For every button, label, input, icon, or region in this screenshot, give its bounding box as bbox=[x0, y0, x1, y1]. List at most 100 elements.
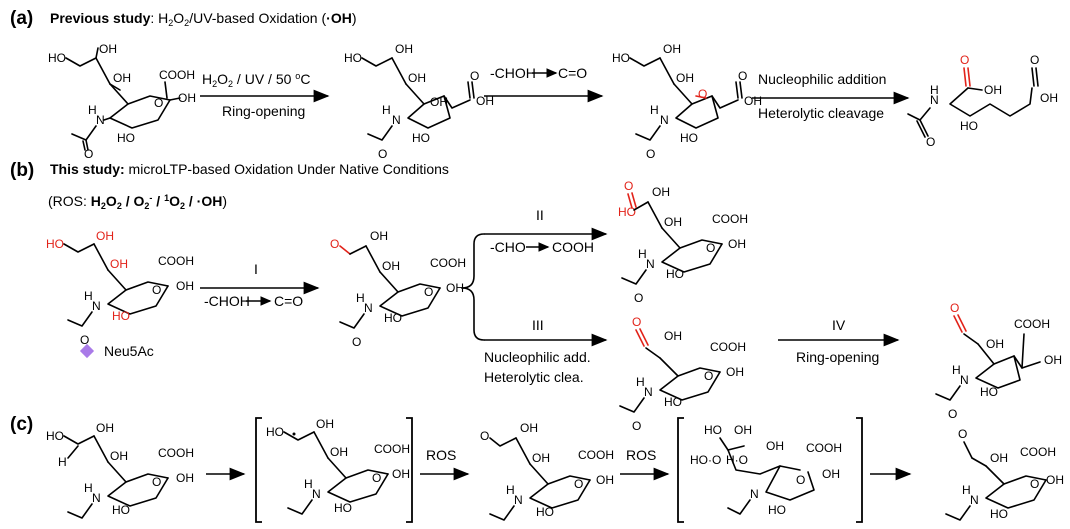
svg-text:O: O bbox=[152, 283, 161, 297]
svg-text:H: H bbox=[636, 375, 645, 389]
svg-text:H: H bbox=[506, 483, 515, 497]
svg-text:O: O bbox=[958, 427, 967, 441]
svg-text:HO·O: HO·O bbox=[690, 453, 721, 467]
molecule-diacid-a: O OH O OH N H O HO bbox=[907, 53, 1058, 149]
panel-b-title-bold: This study: bbox=[50, 161, 125, 177]
svg-text:OH: OH bbox=[96, 421, 114, 435]
svg-text:N: N bbox=[930, 93, 939, 107]
svg-text:OH: OH bbox=[408, 71, 426, 85]
svg-text:OH: OH bbox=[176, 471, 194, 485]
bracket-right-2 bbox=[856, 417, 863, 523]
svg-text:O: O bbox=[152, 475, 161, 489]
svg-text:OH: OH bbox=[382, 259, 400, 273]
svg-text:H: H bbox=[356, 291, 365, 305]
svg-text:H: H bbox=[58, 455, 67, 469]
b-step-III: III bbox=[532, 317, 544, 333]
svg-text:H: H bbox=[930, 83, 939, 97]
a-step1-bottom: Ring-opening bbox=[222, 103, 305, 119]
svg-text:N: N bbox=[514, 493, 523, 507]
molecule-c1: HO OH H OH COOH OH O N H HO bbox=[46, 421, 194, 519]
a-step3-top: Nucleophilic addition bbox=[758, 71, 886, 87]
svg-text:HO: HO bbox=[46, 429, 64, 443]
svg-text:O: O bbox=[154, 96, 163, 110]
branch-upper bbox=[461, 233, 485, 289]
molecule-neu5ac-b: HO OH OH COOH OH O N H O HO bbox=[46, 229, 194, 347]
panel-b-title: This study: microLTP-based Oxidation Und… bbox=[50, 161, 449, 177]
a-step3-bottom: Heterolytic cleavage bbox=[758, 105, 884, 121]
bracket-right-1 bbox=[406, 417, 413, 523]
svg-text:O: O bbox=[960, 53, 969, 67]
svg-text:OH: OH bbox=[822, 467, 840, 481]
svg-text:HO: HO bbox=[48, 51, 66, 65]
svg-text:O: O bbox=[948, 407, 957, 421]
svg-text:COOH: COOH bbox=[158, 446, 194, 460]
molecule-aldehyde-III: O OH COOH OH O N H O HO bbox=[619, 315, 746, 433]
svg-text:N: N bbox=[92, 491, 101, 505]
neu5ac-diamond-icon bbox=[79, 343, 95, 359]
svg-text:O: O bbox=[624, 179, 633, 193]
panel-a-title-close: ) bbox=[352, 10, 357, 26]
svg-text:OH: OH bbox=[532, 451, 550, 465]
molecule-c5: O OH COOH OH O N H HO bbox=[945, 427, 1064, 521]
b-step-I-right: C=O bbox=[274, 293, 303, 309]
c-ros-1: ROS bbox=[426, 447, 456, 463]
svg-text:OH: OH bbox=[766, 439, 784, 453]
svg-text:O: O bbox=[84, 147, 93, 161]
svg-text:N: N bbox=[646, 257, 655, 271]
a-step1-top: H2O2 / UV / 50 oC bbox=[202, 71, 310, 89]
molecule-c-peroxide: HO OH HO·O H·O OH COOH OH O N HO bbox=[690, 423, 842, 517]
svg-text:OH: OH bbox=[1046, 473, 1064, 487]
neu5ac-label: Neu5Ac bbox=[104, 343, 154, 359]
svg-text:OH: OH bbox=[99, 42, 117, 56]
b-step-I-left: -CHOH bbox=[204, 293, 250, 309]
svg-text:O: O bbox=[80, 333, 89, 347]
svg-text:COOH: COOH bbox=[712, 212, 748, 226]
molecule-ring-opened-IV: O OH COOH OH N H O HO bbox=[935, 301, 1062, 421]
svg-text:O: O bbox=[634, 291, 643, 305]
svg-text:H: H bbox=[84, 289, 93, 303]
svg-text:OH: OH bbox=[476, 94, 494, 108]
panel-c-label: (c) bbox=[10, 414, 33, 435]
svg-text:COOH: COOH bbox=[1014, 317, 1050, 331]
svg-text:HO: HO bbox=[960, 119, 978, 133]
svg-text:HO: HO bbox=[980, 385, 998, 399]
svg-text:OH: OH bbox=[726, 365, 744, 379]
svg-text:N: N bbox=[660, 113, 669, 127]
molecule-neu5ac-a: HO OH OH COOH OH O N H O HO bbox=[48, 42, 196, 161]
svg-text:OH: OH bbox=[392, 467, 410, 481]
svg-text:OH: OH bbox=[728, 237, 746, 251]
svg-text:COOH: COOH bbox=[806, 441, 842, 455]
svg-text:O: O bbox=[352, 335, 361, 349]
svg-text:O: O bbox=[706, 241, 715, 255]
svg-text:O: O bbox=[330, 237, 339, 251]
svg-text:OH: OH bbox=[663, 42, 681, 56]
svg-text:N: N bbox=[364, 301, 373, 315]
svg-text:H: H bbox=[650, 103, 659, 117]
svg-text:HO: HO bbox=[680, 131, 698, 145]
svg-text:OH: OH bbox=[596, 473, 614, 487]
svg-text:OH: OH bbox=[370, 229, 388, 243]
svg-text:OH: OH bbox=[430, 95, 448, 109]
b-step-II-right: COOH bbox=[552, 239, 594, 255]
svg-text:H: H bbox=[84, 481, 93, 495]
a-step2-right: C=O bbox=[558, 65, 587, 81]
svg-text:O: O bbox=[1030, 53, 1039, 67]
b-step-III-line2: Heterolytic clea. bbox=[484, 369, 584, 385]
panel-b: (b) This study: microLTP-based Oxidation… bbox=[10, 160, 1062, 433]
svg-text:H·O: H·O bbox=[726, 453, 748, 467]
svg-text:OH: OH bbox=[986, 337, 1004, 351]
b-step-II-left: -CHO bbox=[490, 239, 526, 255]
svg-text:OH: OH bbox=[330, 445, 348, 459]
svg-text:HO: HO bbox=[344, 51, 362, 65]
svg-text:HO: HO bbox=[412, 131, 430, 145]
svg-text:HO: HO bbox=[612, 51, 630, 65]
svg-text:HO: HO bbox=[704, 423, 722, 437]
b-step-I: I bbox=[254, 261, 258, 277]
svg-text:O: O bbox=[574, 477, 583, 491]
svg-text:OH: OH bbox=[316, 417, 334, 431]
svg-text:OH: OH bbox=[734, 423, 752, 437]
svg-text:HO: HO bbox=[536, 505, 554, 519]
svg-text:O: O bbox=[796, 473, 805, 487]
svg-text:O: O bbox=[926, 135, 935, 149]
svg-text:OH: OH bbox=[664, 215, 682, 229]
